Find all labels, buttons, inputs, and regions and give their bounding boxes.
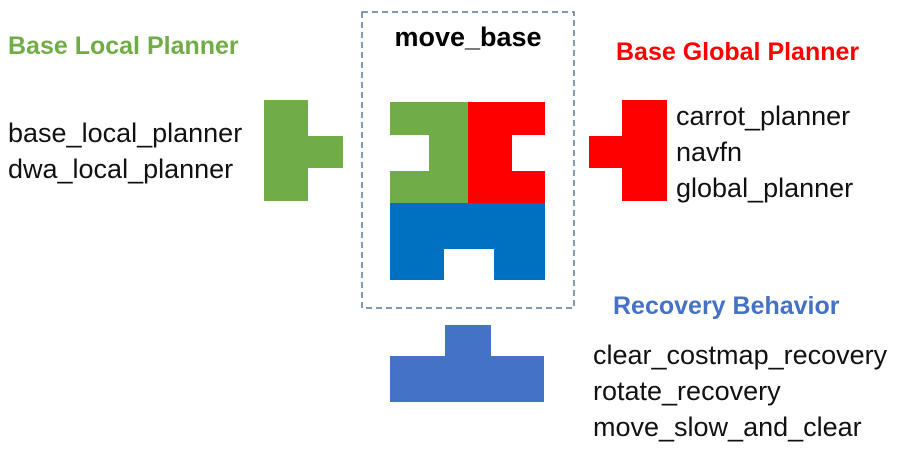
- local-planner-piece: [264, 100, 343, 201]
- center-global-slot: [468, 102, 545, 203]
- local-planner-item: base_local_planner: [8, 118, 243, 148]
- recovery-heading: Recovery Behavior: [613, 292, 840, 320]
- global-planner-item: global_planner: [676, 173, 854, 203]
- move-base-title: move_base: [394, 22, 542, 52]
- global-planner-item: navfn: [676, 137, 743, 167]
- local-planner-list: base_local_planner dwa_local_planner: [8, 115, 242, 187]
- recovery-list: clear_costmap_recovery rotate_recovery m…: [593, 337, 887, 445]
- recovery-piece: [390, 325, 544, 402]
- global-planner-list: carrot_planner navfn global_planner: [676, 98, 853, 206]
- local-planner-heading: Base Local Planner: [8, 32, 239, 60]
- global-planner-piece: [589, 100, 667, 201]
- local-planner-item: dwa_local_planner: [8, 154, 234, 184]
- recovery-item: rotate_recovery: [593, 376, 781, 406]
- global-planner-heading: Base Global Planner: [616, 38, 860, 66]
- global-planner-item: carrot_planner: [676, 101, 851, 131]
- center-local-slot: [390, 102, 468, 203]
- recovery-item: move_slow_and_clear: [593, 412, 862, 442]
- move-base-container: [361, 11, 575, 309]
- recovery-item: clear_costmap_recovery: [593, 340, 888, 370]
- center-recovery-slot: [390, 203, 545, 280]
